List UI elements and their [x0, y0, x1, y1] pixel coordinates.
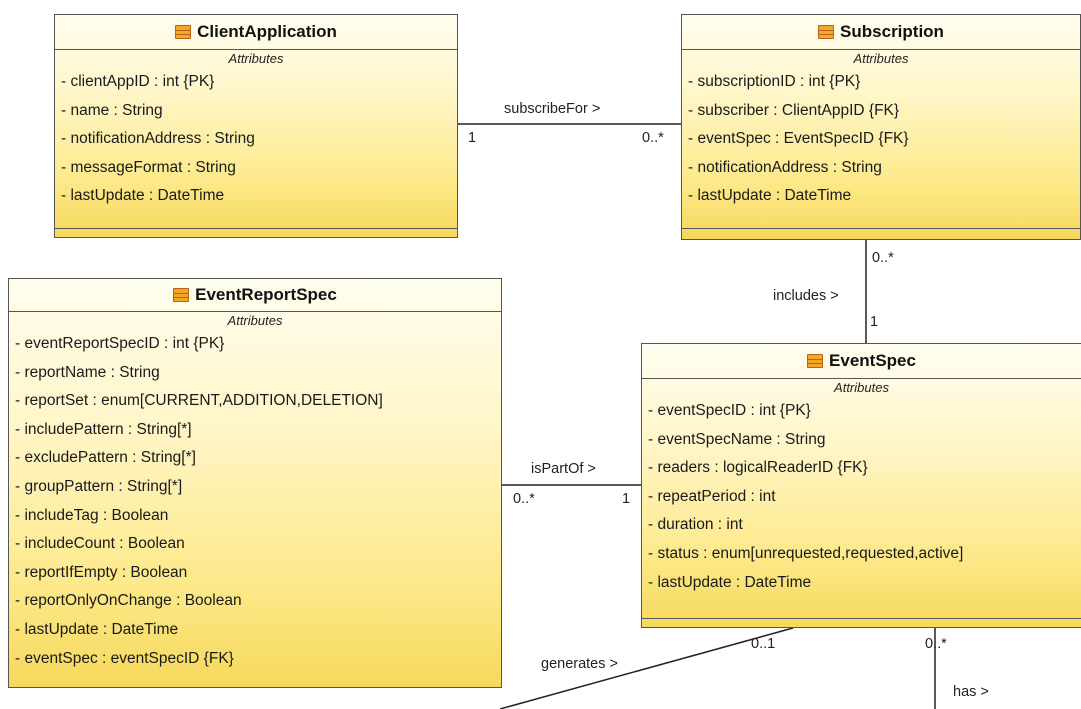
class-event-report-spec[interactable]: EventReportSpec Attributes - eventReport…	[8, 278, 502, 688]
class-icon	[173, 288, 190, 302]
attribute: - eventSpec : eventSpecID {FK}	[15, 649, 234, 667]
includes-source-multiplicity: 0..*	[872, 250, 894, 266]
attribute: - lastUpdate : DateTime	[648, 573, 812, 591]
attributes-compartment-title: Attributes	[834, 380, 889, 395]
attribute: - subscriptionID : int {PK}	[688, 73, 861, 90]
subscribe-for-target-multiplicity: 0..*	[642, 130, 664, 146]
attribute: - subscriber : ClientAppID {FK}	[688, 101, 900, 119]
attribute: - reportIfEmpty : Boolean	[15, 563, 188, 581]
attribute: - eventReportSpecID : int {PK}	[15, 335, 225, 352]
class-event-spec[interactable]: EventSpec Attributes - eventSpecID : int…	[641, 343, 1081, 628]
attribute: - reportOnlyOnChange : Boolean	[15, 592, 242, 610]
attribute: - notificationAddress : String	[688, 158, 882, 176]
attributes-compartment-title: Attributes	[228, 51, 284, 66]
generates-line	[499, 627, 794, 709]
attribute: - repeatPeriod : int	[648, 487, 776, 505]
generates-target-multiplicity: 0..1	[751, 636, 776, 652]
attribute: - groupPattern : String[*]	[15, 477, 183, 495]
class-header: ClientApplication	[55, 15, 457, 50]
class-subscription[interactable]: Subscription Attributes - subscriptionID…	[681, 14, 1081, 240]
attribute: - duration : int	[648, 516, 743, 534]
subscribe-for-label: subscribeFor >	[504, 101, 601, 117]
has-source-multiplicity: 0..*	[925, 636, 947, 652]
class-name: EventSpec	[829, 351, 916, 370]
class-icon	[818, 25, 835, 39]
attribute: - readers : logicalReaderID {FK}	[648, 459, 868, 477]
attribute-list: - clientAppID : int {PK} - name : String…	[55, 68, 457, 211]
attribute: - reportSet : enum[CURRENT,ADDITION,DELE…	[15, 392, 383, 410]
operations-divider	[642, 618, 1081, 619]
is-part-of-label: isPartOf >	[531, 461, 596, 477]
generates-label: generates >	[541, 656, 618, 672]
attribute: - lastUpdate : DateTime	[688, 187, 852, 205]
attribute: - eventSpecName : String	[648, 430, 826, 448]
class-header: EventSpec	[642, 344, 1081, 379]
attribute: - eventSpec : EventSpecID {FK}	[688, 130, 909, 148]
includes-label: includes >	[773, 288, 839, 304]
attribute: - eventSpecID : int {PK}	[648, 402, 811, 419]
attribute: - includeCount : Boolean	[15, 535, 185, 553]
attribute: - includePattern : String[*]	[15, 420, 192, 438]
attribute: - clientAppID : int {PK}	[61, 73, 215, 90]
attribute-list: - subscriptionID : int {PK} - subscriber…	[682, 68, 1080, 211]
attribute: - reportName : String	[15, 363, 160, 381]
class-name: EventReportSpec	[195, 285, 337, 304]
class-icon	[807, 354, 824, 368]
attribute: - includeTag : Boolean	[15, 506, 169, 524]
attributes-compartment-title: Attributes	[853, 51, 909, 66]
attribute: - status : enum[unrequested,requested,ac…	[648, 544, 964, 562]
class-header: Subscription	[682, 15, 1080, 50]
class-name: ClientApplication	[197, 22, 337, 41]
class-header: EventReportSpec	[9, 279, 501, 312]
has-label: has >	[953, 684, 989, 700]
attribute: - lastUpdate : DateTime	[61, 187, 225, 205]
class-icon	[175, 25, 192, 39]
attribute: - messageFormat : String	[61, 158, 236, 176]
attribute: - lastUpdate : DateTime	[15, 620, 179, 638]
attribute: - name : String	[61, 101, 163, 119]
class-client-application[interactable]: ClientApplication Attributes - clientApp…	[54, 14, 458, 238]
attributes-compartment-title: Attributes	[227, 313, 283, 328]
operations-divider	[682, 228, 1080, 229]
includes-target-multiplicity: 1	[870, 314, 879, 330]
attribute: - notificationAddress : String	[61, 130, 255, 148]
attribute-list: - eventSpecID : int {PK} - eventSpecName…	[642, 397, 1081, 597]
attribute: - excludePattern : String[*]	[15, 449, 196, 467]
operations-divider	[55, 228, 457, 229]
is-part-of-target-multiplicity: 1	[622, 491, 631, 507]
attribute-list: - eventReportSpecID : int {PK} - reportN…	[9, 330, 501, 673]
is-part-of-source-multiplicity: 0..*	[513, 491, 535, 507]
subscribe-for-source-multiplicity: 1	[468, 130, 477, 146]
class-name: Subscription	[840, 22, 944, 41]
